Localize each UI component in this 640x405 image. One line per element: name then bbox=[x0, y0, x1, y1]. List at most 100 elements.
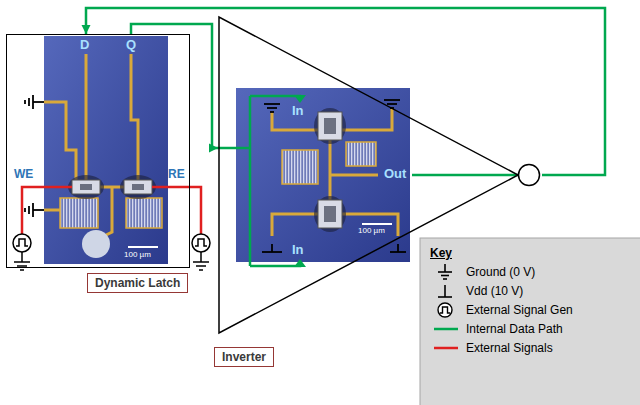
signal-generator bbox=[192, 234, 210, 252]
gold-trace bbox=[85, 54, 88, 180]
scale-bar bbox=[128, 246, 158, 248]
ground-symbol bbox=[28, 206, 30, 214]
comb-drive bbox=[282, 142, 376, 184]
vdd-symbol bbox=[397, 244, 399, 252]
signal-generator bbox=[17, 265, 27, 267]
comb-drive bbox=[346, 142, 376, 166]
relay-device bbox=[324, 118, 336, 134]
signal-generator bbox=[193, 261, 209, 263]
signal-label: RE bbox=[168, 168, 185, 182]
scale-label: 100 µm bbox=[124, 250, 151, 259]
scale-bar bbox=[128, 247, 158, 248]
internal-data-wire bbox=[412, 174, 518, 177]
legend-text: Internal Data Path bbox=[466, 322, 563, 336]
ground-symbol bbox=[443, 278, 447, 280]
signal-label: WE bbox=[14, 168, 33, 182]
key-panel bbox=[420, 238, 640, 405]
signal-generator bbox=[195, 239, 207, 246]
signal-generator bbox=[20, 269, 24, 271]
internal-data-sample bbox=[434, 328, 458, 331]
input-arrowhead bbox=[294, 95, 306, 267]
gold-trace bbox=[342, 214, 398, 236]
scale-label: 100 µm bbox=[358, 226, 385, 235]
gold-trace bbox=[272, 214, 318, 236]
name-tag: Inverter bbox=[214, 347, 274, 367]
legend-text: Vdd (10 V) bbox=[466, 284, 523, 298]
signal-generator bbox=[21, 252, 23, 262]
signal-generator bbox=[13, 234, 31, 252]
vdd-symbol bbox=[444, 285, 446, 297]
input-arrowhead bbox=[294, 259, 306, 267]
signal-generator bbox=[196, 265, 206, 267]
legend-text: External Signal Gen bbox=[466, 303, 573, 317]
signal-generator bbox=[200, 252, 202, 262]
ground-symbol bbox=[33, 209, 44, 211]
pin-label: In bbox=[292, 104, 304, 119]
inverter-chip-photo bbox=[236, 88, 410, 262]
ground-symbol bbox=[387, 103, 397, 105]
gold-trace bbox=[131, 54, 138, 180]
vdd-symbol bbox=[438, 285, 452, 297]
comb-drive bbox=[282, 150, 318, 184]
signal-generator bbox=[438, 303, 452, 317]
ground-symbol bbox=[28, 98, 30, 106]
external-signal-wire bbox=[22, 187, 201, 234]
ground-symbol bbox=[264, 103, 280, 105]
data-path bbox=[131, 24, 218, 153]
signal-generator bbox=[199, 269, 203, 271]
external-signal-wire bbox=[152, 187, 201, 234]
relay-device bbox=[318, 112, 342, 140]
key-symbols bbox=[434, 264, 458, 348]
gold-trace bbox=[272, 108, 398, 236]
inversion-bubble bbox=[519, 165, 540, 186]
vdd-symbol bbox=[390, 251, 406, 253]
storage-capacitor bbox=[82, 230, 110, 258]
pin-label: Out bbox=[384, 167, 406, 182]
signal-generator bbox=[16, 239, 28, 246]
external-signal-sample bbox=[434, 347, 458, 350]
relay-device bbox=[120, 175, 156, 199]
latch-box: Dynamic Latch bbox=[6, 34, 190, 268]
ground-symbol bbox=[24, 100, 26, 104]
internal-data-wire bbox=[218, 96, 518, 266]
pin-label: Q bbox=[126, 38, 136, 53]
storage-capacitor bbox=[82, 230, 110, 258]
ground-symbol bbox=[441, 275, 449, 277]
comb-drive bbox=[126, 198, 162, 228]
relay-device bbox=[314, 108, 346, 232]
legend-text: Ground (0 V) bbox=[466, 265, 535, 279]
relay-device bbox=[132, 184, 144, 190]
key-title: Key bbox=[430, 247, 452, 261]
arrowhead bbox=[209, 144, 218, 153]
internal-data-wire bbox=[250, 96, 300, 97]
ground-symbol bbox=[384, 99, 400, 101]
inverter-chip-photo bbox=[236, 88, 410, 262]
input-arrowhead bbox=[294, 95, 306, 103]
ground-symbol bbox=[24, 208, 26, 212]
scale-bar bbox=[362, 223, 392, 225]
comb-drive bbox=[60, 198, 98, 228]
legend-text: External Signals bbox=[466, 341, 553, 355]
internal-data-wire bbox=[218, 147, 250, 150]
relay-device bbox=[72, 180, 100, 194]
external-signal-sample bbox=[434, 348, 458, 349]
arrowhead bbox=[82, 25, 91, 34]
ground-symbol bbox=[33, 101, 44, 103]
gold-trace bbox=[330, 174, 378, 177]
ground-symbol bbox=[270, 111, 274, 113]
gold-trace bbox=[44, 102, 76, 180]
gold-trace bbox=[44, 209, 60, 212]
data-path bbox=[131, 24, 218, 148]
gold-trace bbox=[342, 108, 392, 130]
relay-device bbox=[318, 200, 342, 228]
pin-label: In bbox=[292, 243, 304, 258]
relay-device bbox=[314, 196, 346, 232]
scale-bar bbox=[362, 224, 392, 225]
key-panel bbox=[420, 238, 640, 405]
ground-symbol bbox=[438, 271, 452, 273]
relay-device bbox=[314, 108, 346, 144]
ground-symbol bbox=[444, 264, 446, 272]
comb-drive bbox=[60, 198, 162, 228]
latch-chip-photo bbox=[44, 36, 168, 264]
